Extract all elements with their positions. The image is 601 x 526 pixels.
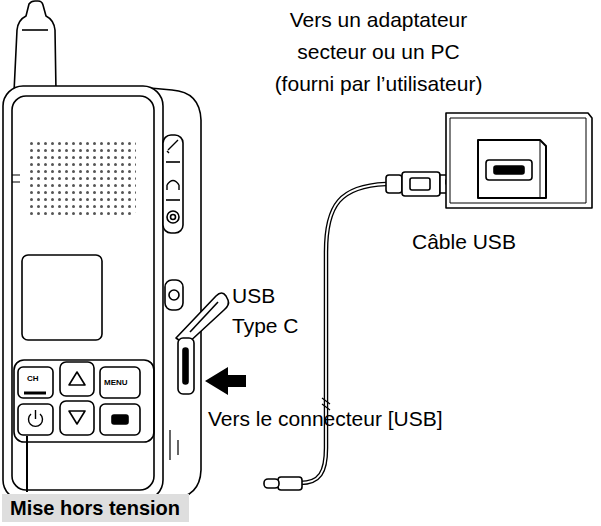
- callout-text: Mise hors tension: [10, 495, 181, 521]
- callout-box: Mise hors tension: [2, 494, 189, 522]
- key-label: CH: [27, 373, 39, 385]
- key-label: MENU: [104, 377, 128, 389]
- destination-note: Vers un adaptateur secteur ou un PC (fou…: [266, 4, 491, 100]
- cable-name: Câble USB: [412, 226, 516, 258]
- connector-note: Vers le connecteur [USB]: [208, 403, 443, 435]
- connector-type: USB Type C: [232, 281, 307, 341]
